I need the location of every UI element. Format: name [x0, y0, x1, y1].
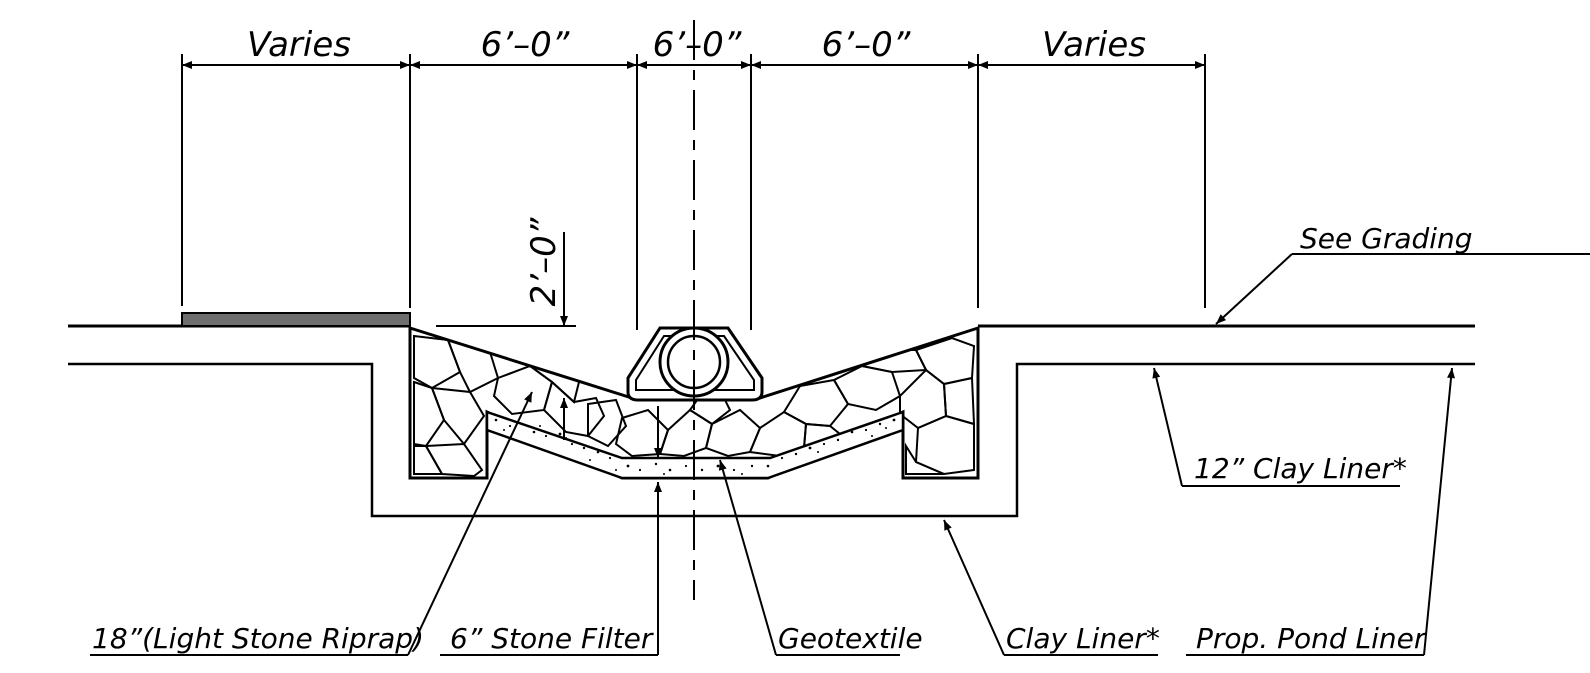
dimension-extension-lines — [181, 54, 1206, 330]
dim-center-text: 6’–0” — [653, 25, 742, 65]
callout-clay-liner: Clay Liner* — [1006, 622, 1160, 655]
callout-riprap: 18”(Light Stone Riprap) — [92, 622, 424, 655]
depth-dimension — [436, 232, 662, 458]
dim-left-text: Varies — [247, 25, 351, 65]
dim-middle-right-text: 6’–0” — [822, 25, 911, 65]
clay-liner-outline — [68, 362, 1475, 518]
callout-stone-filter: 6” Stone Filter — [450, 622, 654, 655]
dim-right-text: Varies — [1042, 25, 1146, 65]
callout-see-grading: See Grading — [1300, 222, 1473, 255]
callout-leaders — [90, 253, 1590, 656]
dim-depth-text: 2’–0” — [524, 217, 564, 306]
stone-filter-layer — [485, 410, 905, 480]
callout-12in-clay-liner: 12” Clay Liner* — [1194, 452, 1407, 485]
stone-filter-speckle — [494, 418, 896, 475]
dim-middle-left-text: 6’–0” — [481, 25, 570, 65]
callout-pond-liner: Prop. Pond Liner — [1196, 622, 1427, 655]
callout-geotextile: Geotextile — [778, 622, 923, 655]
concrete-slab — [181, 312, 411, 327]
